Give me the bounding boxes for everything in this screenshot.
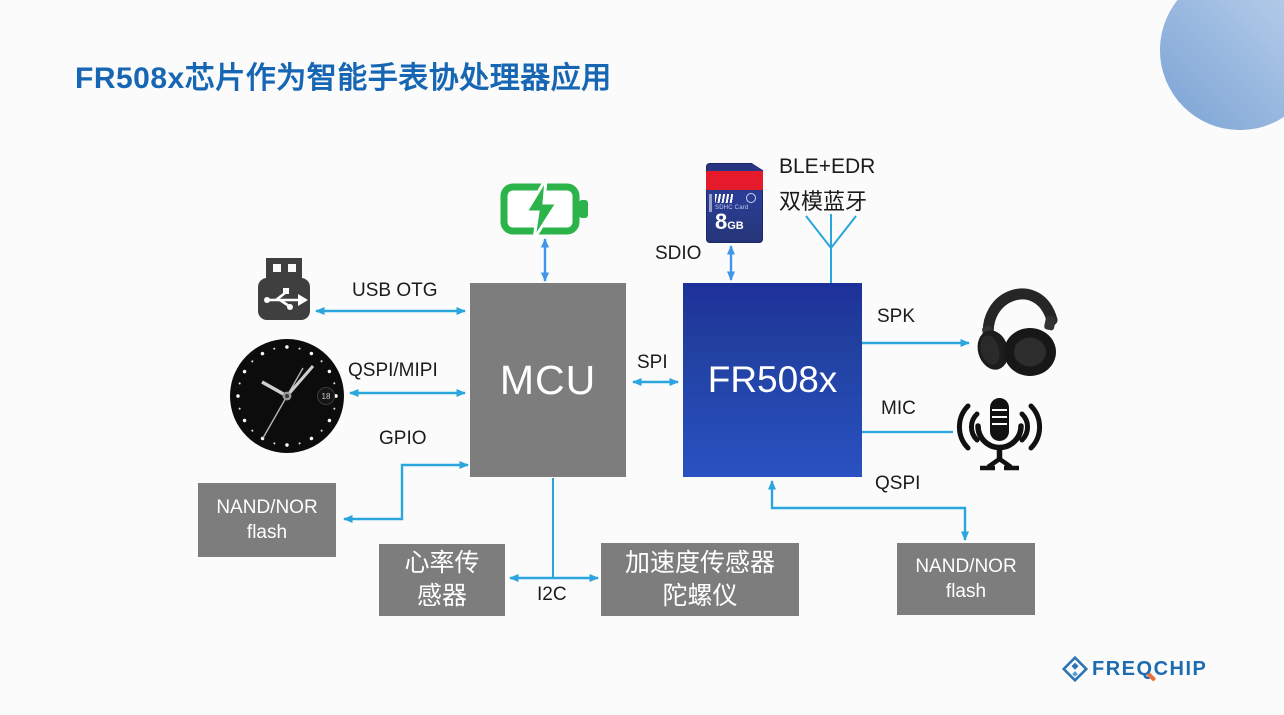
sd-class-badge <box>746 193 756 203</box>
logo-part3: CHIP <box>1153 657 1208 680</box>
heart-rate-line1: 心率传 <box>404 549 480 577</box>
sd-card-icon: SDHC Card 8GB <box>706 163 763 243</box>
spk-label: SPK <box>877 306 916 327</box>
page-title: FR508x芯片作为智能手表协处理器应用 <box>75 62 612 95</box>
sd-card-stripe <box>706 171 763 190</box>
watch-face-icon: 18 <box>230 339 344 453</box>
sd-size-unit: GB <box>727 220 744 232</box>
headphones-icon <box>977 288 1058 376</box>
spi-label: SPI <box>637 352 668 373</box>
gpio-label: GPIO <box>379 428 427 449</box>
battery-charging-icon <box>500 178 588 240</box>
qspi-label: QSPI <box>875 473 921 494</box>
sd-size-number: 8 <box>715 209 728 234</box>
accelerometer-gyroscope-block: 加速度传感器 陀螺仪 <box>601 543 799 616</box>
fr508x-label: FR508x <box>707 358 838 400</box>
ble-edr-label: BLE+EDR <box>779 155 876 178</box>
gpio-arrow <box>343 461 469 523</box>
antenna-icon <box>805 214 857 283</box>
sdio-label: SDIO <box>655 243 702 264</box>
flash-left-line2: flash <box>246 522 288 543</box>
flash-right-line2: flash <box>945 581 987 602</box>
i2c-label: I2C <box>537 584 567 605</box>
flash-left-line1: NAND/NOR <box>216 496 318 518</box>
usb-drive-icon <box>258 258 310 320</box>
watch-date: 18 <box>322 392 331 401</box>
sd-card-pin <box>709 194 712 212</box>
qspi-elbow-arrow <box>768 480 969 541</box>
sdhc-logo-mark <box>715 194 733 203</box>
nand-nor-flash-left-block: NAND/NOR flash <box>198 483 336 557</box>
accel-line2: 陀螺仪 <box>662 581 738 610</box>
mic-label: MIC <box>881 398 916 419</box>
logo-part1: FRE <box>1092 657 1137 680</box>
flash-right-line1: NAND/NOR <box>915 555 1017 577</box>
dual-mode-bluetooth-label: 双模蓝牙 <box>779 189 868 214</box>
sd-card-type: SDHC Card <box>715 205 749 211</box>
heart-rate-sensor-block: 心率传 感器 <box>379 544 505 616</box>
accel-line1: 加速度传感器 <box>624 548 775 577</box>
logo-part-q: Q <box>1136 657 1154 680</box>
freqchip-diamond-icon <box>1062 656 1088 682</box>
sd-card-capacity: 8GB <box>715 211 744 233</box>
corner-capsule-decoration <box>1159 0 1284 131</box>
usb-otg-label: USB OTG <box>352 280 438 301</box>
fr508x-block: FR508x <box>683 283 862 477</box>
heart-rate-line2: 感器 <box>416 582 467 610</box>
microphone-icon <box>956 398 1043 471</box>
qspi-mipi-label: QSPI/MIPI <box>348 360 438 381</box>
mcu-block: MCU <box>470 283 626 477</box>
mcu-label: MCU <box>499 356 597 403</box>
nand-nor-flash-right-block: NAND/NOR flash <box>897 543 1035 615</box>
